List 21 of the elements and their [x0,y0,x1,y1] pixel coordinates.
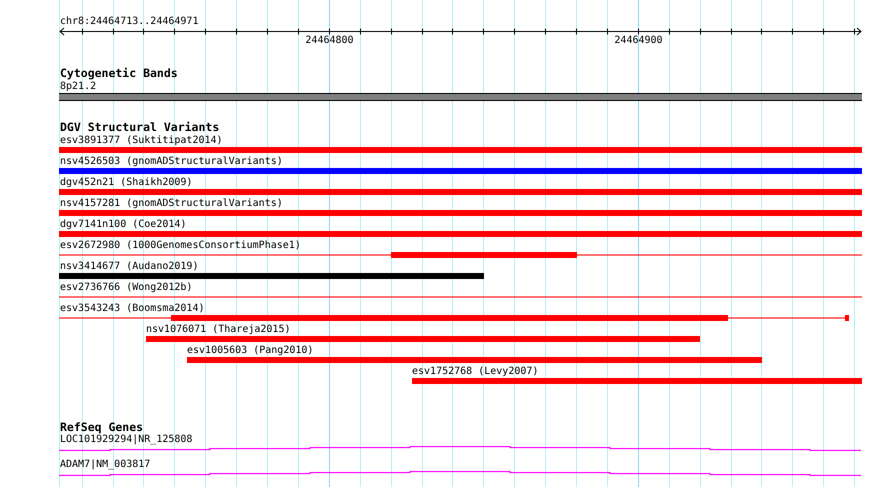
variant-label: esv2672980 (1000GenomesConsortiumPhase1) [60,240,301,250]
variant-label: dgv7141n100 (Coe2014) [60,218,186,230]
variant-label: nsv4157281 (gnomADStructuralVariants) [60,198,283,208]
band-label: 8p21.2 [60,80,96,92]
variant-label: nsv3414677 (Audano2019) [60,260,198,272]
coordinate-range: chr8:24464713..24464971 [60,16,198,27]
variant-label: esv3543243 (Boomsma2014) [60,302,204,314]
variant-label: esv2736766 (Wong2012b) [60,282,192,292]
variant-label: dgv452n21 (Shaikh2009) [60,176,192,188]
variant-label: esv1005603 (Pang2010) [187,344,314,356]
track-heading: RefSeq Genes [60,420,144,434]
tick-label: 24464800 [305,35,354,46]
variant-label: nsv4526503 (gnomADStructuralVariants) [60,156,283,166]
track-heading: Cytogenetic Bands [60,67,178,80]
gene-label: ADAM7|NM_003817 [60,458,150,470]
variant-label: esv3891377 (Suktitipat2014) [60,134,223,146]
variant-label: esv1752768 (Levy2007) [412,366,538,376]
variant-label: nsv1076071 (Thareja2015) [146,324,290,334]
track-heading: DGV Structural Variants [60,120,220,134]
gene-label: LOC101929294|NR_125808 [60,434,192,444]
tick-label: 24464900 [614,35,663,46]
